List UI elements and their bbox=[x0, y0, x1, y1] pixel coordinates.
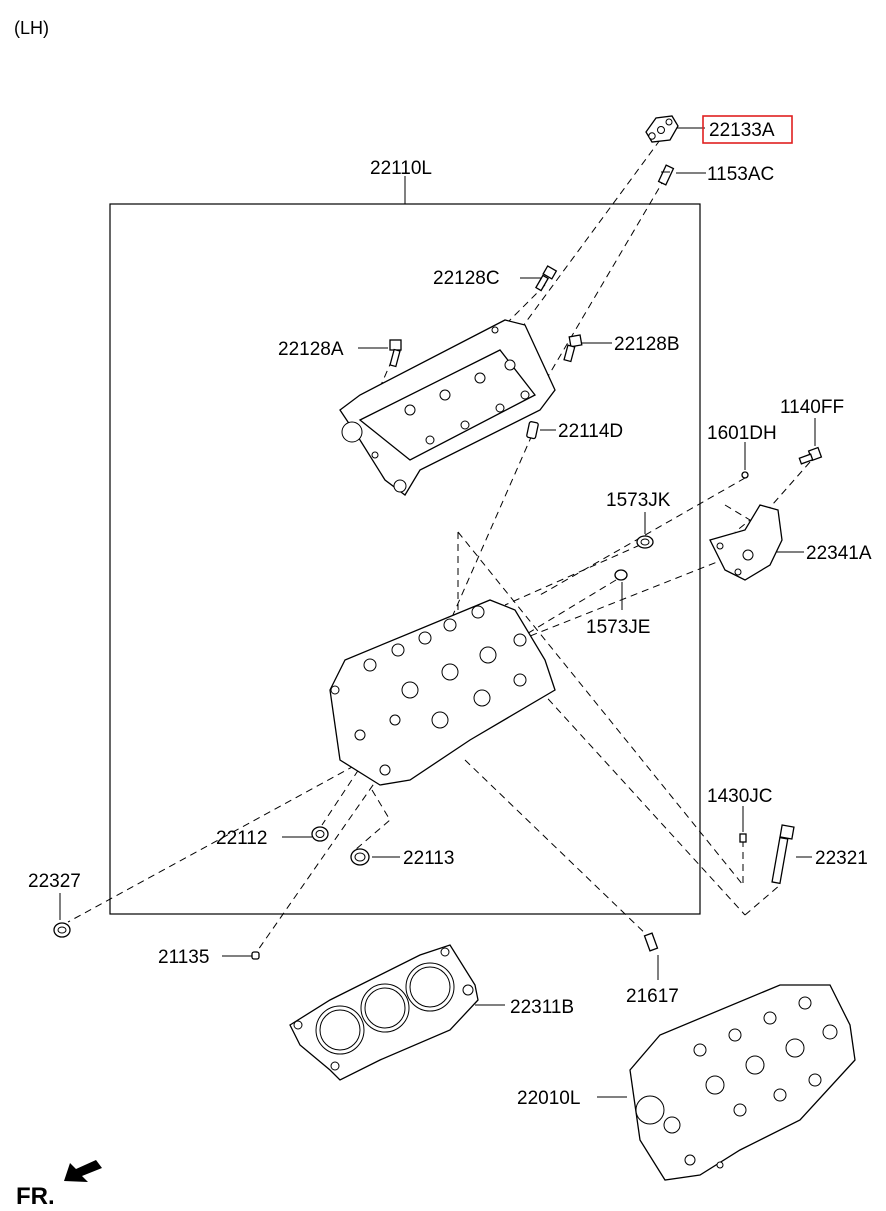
dowel-22114d-icon bbox=[526, 421, 539, 440]
label-1430JC[interactable]: 1430JC bbox=[707, 786, 773, 807]
bolt-22321-icon bbox=[771, 824, 795, 885]
bolt-22128a-icon bbox=[389, 339, 402, 368]
stud-1153ac-icon bbox=[657, 164, 675, 186]
label-22128B[interactable]: 22128B bbox=[614, 334, 680, 355]
side-indicator: (LH) bbox=[14, 18, 49, 38]
pin-21135-icon bbox=[251, 951, 260, 960]
label-1573JE[interactable]: 1573JE bbox=[586, 617, 650, 638]
label-1573JK[interactable]: 1573JK bbox=[606, 490, 671, 511]
pin-1601dh-icon bbox=[741, 471, 749, 479]
seal-22113-icon bbox=[350, 848, 370, 866]
label-22010L[interactable]: 22010L bbox=[517, 1088, 580, 1109]
front-arrow-icon bbox=[64, 1160, 102, 1182]
label-22311B[interactable]: 22311B bbox=[510, 997, 574, 1018]
cam-carrier-icon bbox=[339, 319, 556, 496]
stud-21617-icon bbox=[643, 932, 659, 952]
front-direction-label: FR. bbox=[16, 1183, 55, 1210]
label-22128C[interactable]: 22128C bbox=[433, 268, 500, 289]
bolt-22128b-icon bbox=[563, 334, 583, 363]
plug-1573je-icon bbox=[614, 569, 628, 581]
bracket-22341a-icon bbox=[709, 504, 783, 581]
label-22110L[interactable]: 22110L bbox=[370, 158, 432, 179]
label-21617[interactable]: 21617 bbox=[626, 986, 679, 1007]
seal-1573jk-icon bbox=[636, 535, 654, 549]
label-1140FF[interactable]: 1140FF bbox=[780, 397, 844, 418]
label-22133A[interactable]: 22133A bbox=[709, 120, 775, 141]
label-21135[interactable]: 21135 bbox=[158, 947, 209, 968]
label-22114D[interactable]: 22114D bbox=[558, 421, 623, 442]
leader-lines bbox=[59, 127, 816, 1098]
head-assembly-icon bbox=[629, 984, 856, 1181]
label-22321[interactable]: 22321 bbox=[815, 848, 868, 869]
seal-22112-icon bbox=[311, 826, 329, 842]
label-22341A[interactable]: 22341A bbox=[806, 543, 872, 564]
bolt-1140ff-icon bbox=[798, 446, 823, 465]
highlight-box bbox=[702, 115, 793, 144]
cylinder-head-icon bbox=[329, 599, 556, 786]
label-22113[interactable]: 22113 bbox=[403, 848, 454, 869]
plug-22327-icon bbox=[53, 922, 71, 938]
label-22327[interactable]: 22327 bbox=[28, 871, 81, 892]
pin-1430jc-icon bbox=[739, 833, 747, 843]
label-1153AC[interactable]: 1153AC bbox=[707, 164, 774, 185]
label-22128A[interactable]: 22128A bbox=[278, 339, 344, 360]
assembly-frame bbox=[109, 203, 701, 915]
label-22112[interactable]: 22112 bbox=[216, 828, 267, 849]
flange-part-icon bbox=[645, 115, 679, 143]
bolt-22128c-icon bbox=[535, 265, 558, 292]
label-1601DH[interactable]: 1601DH bbox=[707, 423, 777, 444]
head-gasket-icon bbox=[289, 944, 479, 1081]
assembly-dashed-lines bbox=[67, 139, 811, 951]
